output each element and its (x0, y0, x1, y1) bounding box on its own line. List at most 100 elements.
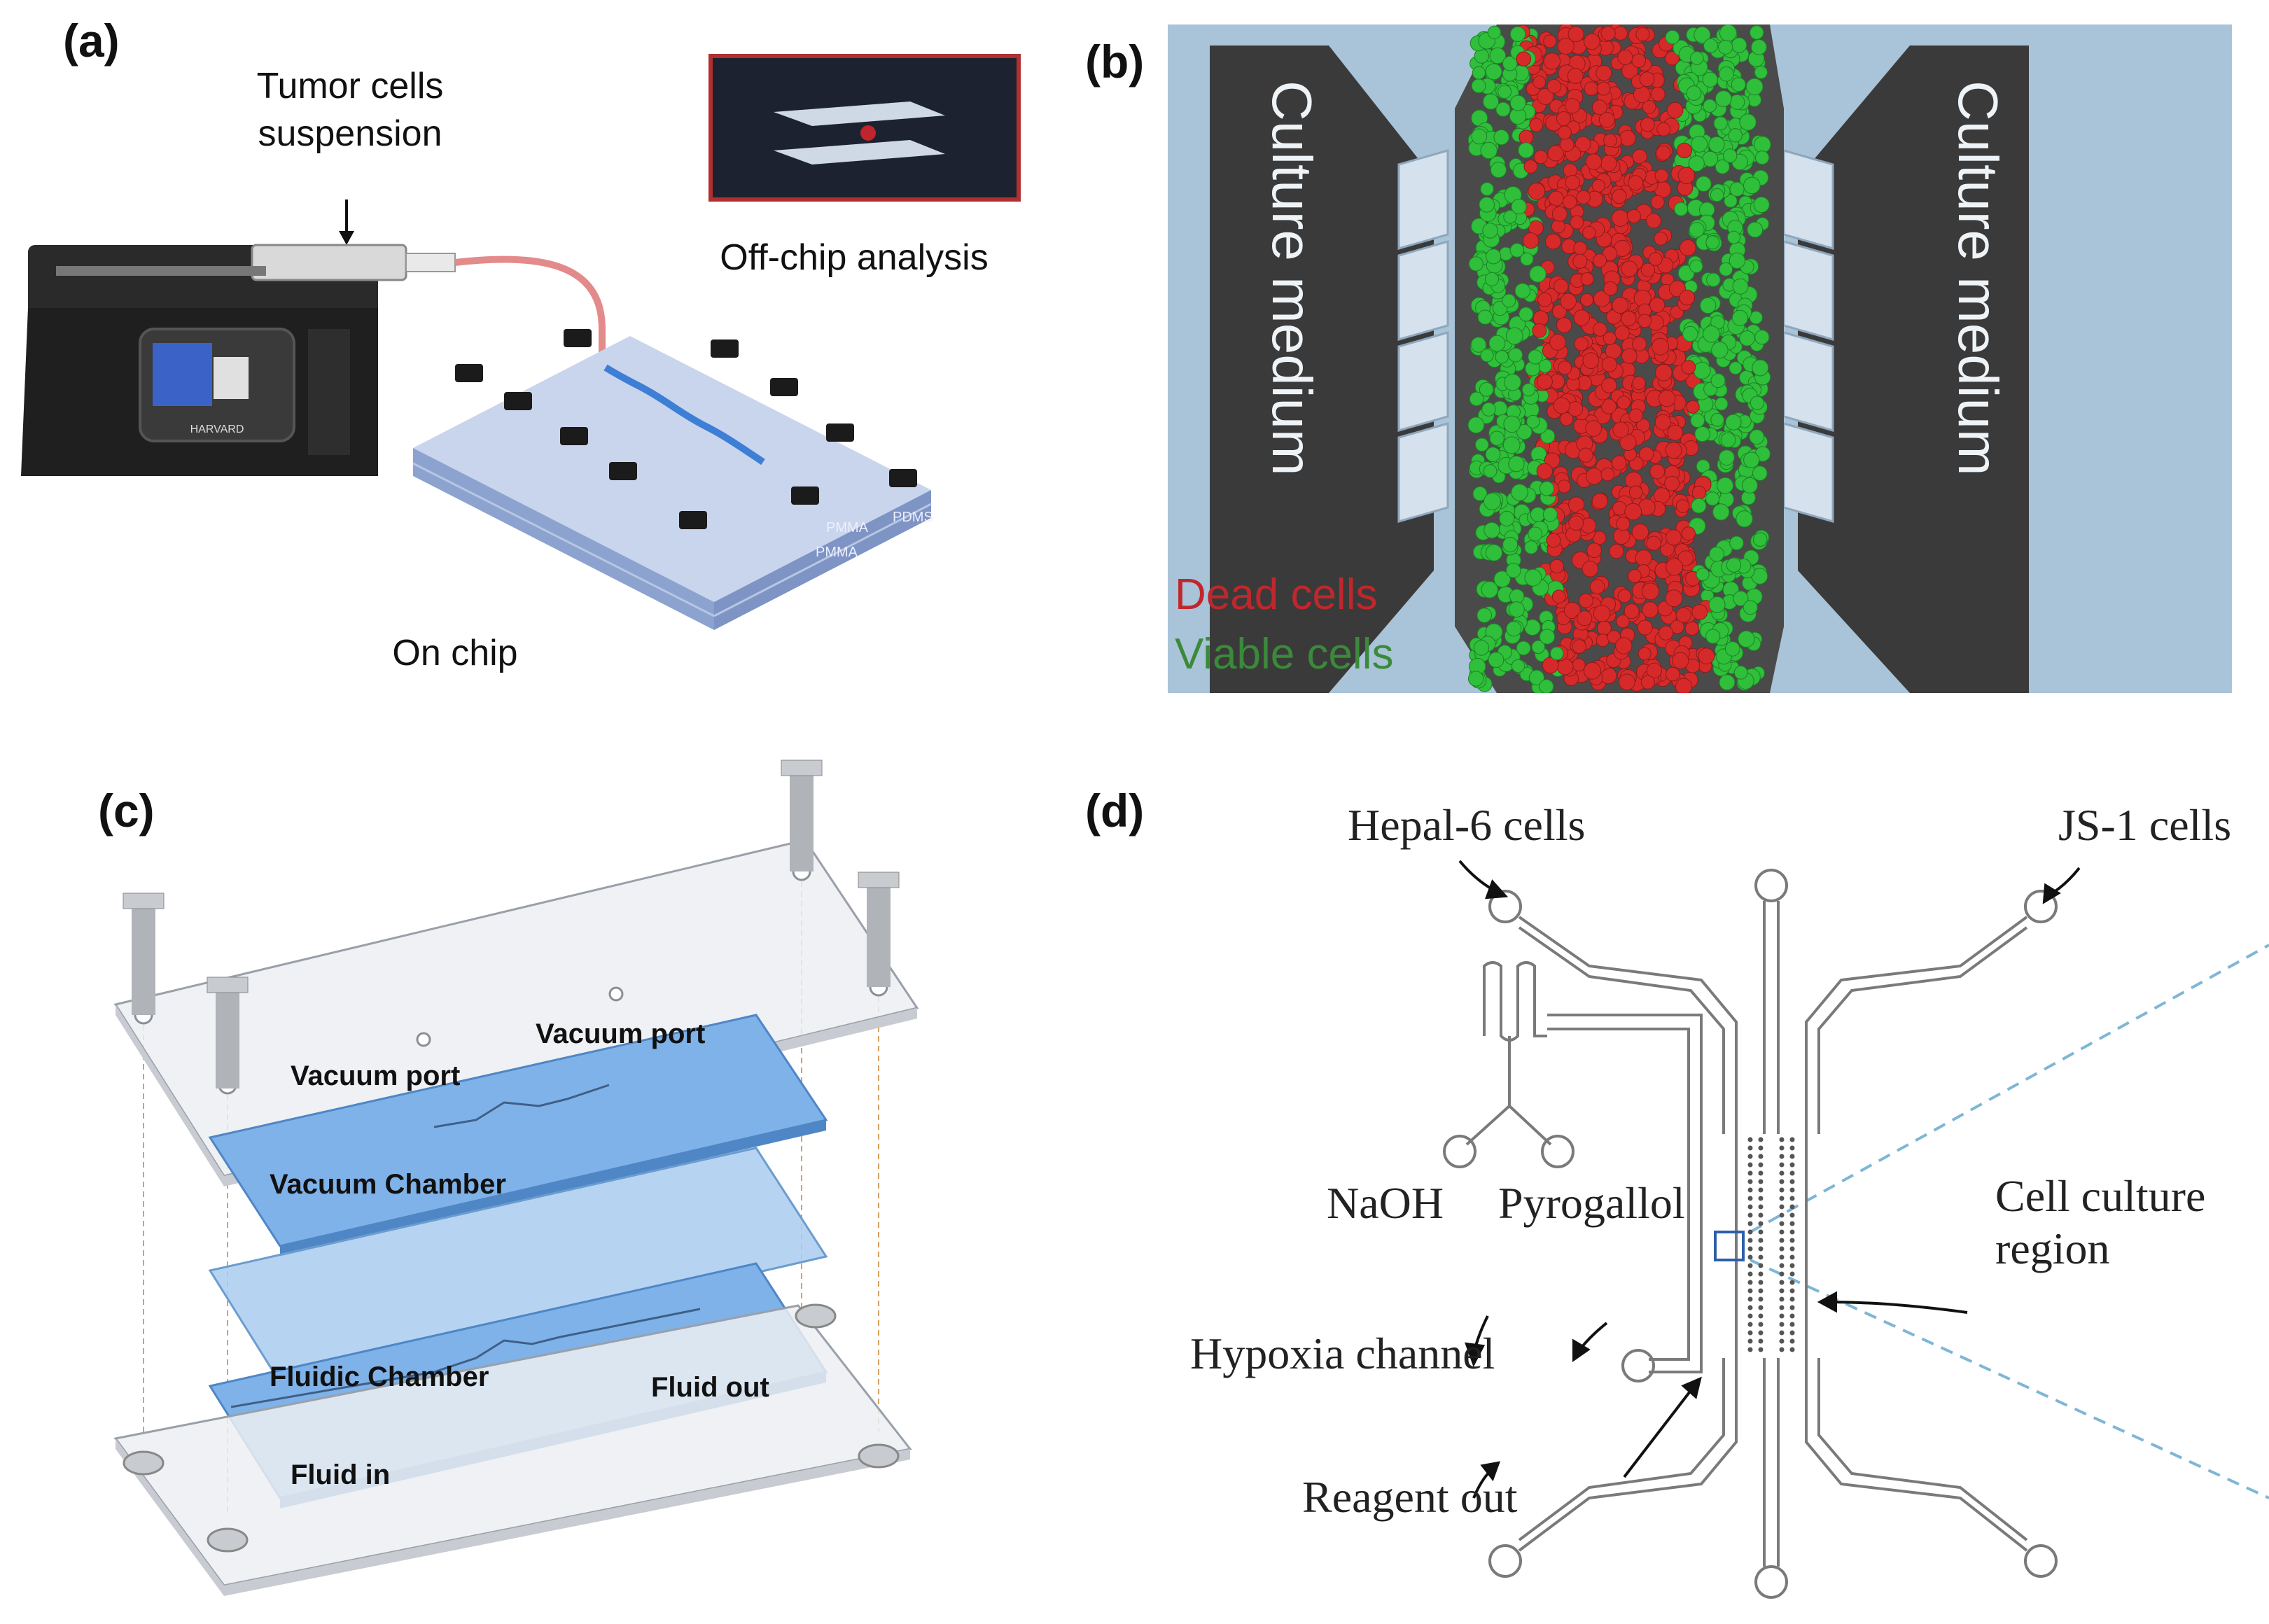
chip-channel (603, 364, 765, 465)
dead-cell (1611, 209, 1629, 227)
culture-pillar-dot (1789, 1296, 1795, 1302)
viable-cell (1717, 477, 1734, 494)
dead-cell (1628, 408, 1643, 424)
hepal-label: Hepal-6 cells (1348, 800, 1585, 850)
dead-cell (1596, 634, 1610, 648)
zoom-lines (1750, 944, 2269, 1499)
panel-b-graphic: Culture medium Culture medium Dead cells… (1168, 24, 2232, 693)
viable-cell (1711, 341, 1729, 359)
culture-pillar-dot (1789, 1313, 1795, 1319)
left-medium-label: Culture medium (1261, 80, 1323, 476)
culture-pillar-dot (1747, 1254, 1753, 1260)
viable-cell (1729, 252, 1745, 269)
viable-cell (1490, 162, 1507, 178)
dead-cell (1601, 377, 1617, 393)
viable-cell (1486, 248, 1502, 265)
viable-cell (1706, 272, 1721, 287)
dead-cell (1537, 292, 1552, 307)
viable-cell (1752, 465, 1768, 481)
culture-pillar-dot (1779, 1322, 1785, 1327)
dead-cell (1584, 662, 1601, 680)
culture-pillar-dot (1779, 1338, 1785, 1344)
pmma-top-label: PMMA (826, 520, 869, 536)
culture-pillar-dot (1747, 1263, 1753, 1268)
culture-pillar-dot (1747, 1280, 1753, 1285)
dead-cell (1580, 293, 1594, 307)
culture-pillar-dot (1747, 1221, 1753, 1226)
culture-pillar-dot (1779, 1263, 1785, 1268)
dead-cell (1598, 111, 1615, 128)
dead-cell (1576, 190, 1591, 205)
dead-cell (1570, 215, 1584, 230)
dead-cell (1556, 658, 1574, 676)
dead-cell (1596, 81, 1611, 96)
dead-cell (1551, 219, 1565, 234)
viable-cell (1540, 428, 1556, 444)
dead-cell (1568, 401, 1584, 417)
culture-pillar-dot (1789, 1330, 1795, 1336)
culture-pillar-dot (1747, 1288, 1753, 1294)
dead-cell (1533, 150, 1548, 164)
culture-pillar-dot (1789, 1229, 1795, 1235)
dead-cell (1621, 348, 1638, 364)
culture-pillar-dot (1779, 1145, 1785, 1151)
viable-cell (1519, 307, 1534, 322)
tumor-cells-line1: Tumor cells (256, 66, 444, 106)
viable-cell (1703, 325, 1720, 343)
panel-b-label: (b) (1085, 36, 1145, 88)
legend-viable: Viable cells (1175, 630, 1393, 678)
dead-cell (1691, 604, 1708, 620)
dead-cell (1551, 589, 1566, 604)
viable-cell (1508, 347, 1523, 363)
dead-cell (1642, 601, 1659, 618)
culture-pillar-dot (1747, 1170, 1753, 1176)
viable-cell (1696, 568, 1710, 581)
viable-cell (1713, 116, 1728, 131)
culture-pillar-dot (1779, 1271, 1785, 1277)
culture-pillar-dot (1758, 1145, 1764, 1151)
dead-cell (1655, 363, 1673, 382)
viable-cell (1719, 24, 1737, 42)
culture-pillar-dot (1789, 1170, 1795, 1176)
dead-cell (1552, 304, 1567, 319)
dead-cell (1585, 468, 1603, 485)
viable-cell (1719, 66, 1734, 82)
dead-cell (1568, 26, 1584, 43)
culture-pillar-dot (1747, 1212, 1753, 1218)
culture-pillars (1747, 1137, 1795, 1352)
dead-cell (1557, 479, 1571, 493)
offchip-label: Off-chip analysis (720, 237, 989, 278)
panel-a: (a) Tumor cells suspension Off-chip anal… (0, 0, 1148, 700)
viable-cell (1719, 674, 1736, 691)
culture-pillar-dot (1758, 1296, 1764, 1302)
culture-pillar-dot (1779, 1280, 1785, 1285)
dead-cell (1648, 252, 1663, 266)
dead-cell (1675, 607, 1691, 623)
viable-cell (1741, 477, 1758, 493)
culture-pillar-dot (1758, 1170, 1764, 1176)
dead-cell (1613, 26, 1628, 41)
viable-cell (1743, 451, 1760, 468)
dead-cell (1639, 71, 1655, 88)
culture-pillar-dot (1747, 1238, 1753, 1243)
dead-cell (1642, 99, 1656, 114)
culture-pillar-dot (1789, 1338, 1795, 1344)
culture-pillar-dot (1779, 1296, 1785, 1302)
dead-cell (1556, 111, 1571, 126)
dead-cell (1567, 68, 1584, 84)
culture-pillar-dot (1779, 1221, 1785, 1226)
culture-pillar-dot (1758, 1271, 1764, 1277)
dead-cell (1522, 232, 1540, 249)
viable-cell (1473, 640, 1490, 656)
viable-cell (1506, 621, 1522, 637)
viable-cell (1705, 491, 1720, 506)
culture-pillar-dot (1779, 1179, 1785, 1184)
viable-cell (1529, 265, 1547, 283)
dead-cell (1529, 118, 1544, 132)
culture-pillar-dot (1758, 1238, 1764, 1243)
culture-pillar-dot (1779, 1162, 1785, 1168)
dead-cell (1619, 130, 1636, 147)
dead-cell (1665, 442, 1682, 459)
dead-cell (1585, 420, 1603, 437)
dead-cell (1631, 376, 1646, 391)
